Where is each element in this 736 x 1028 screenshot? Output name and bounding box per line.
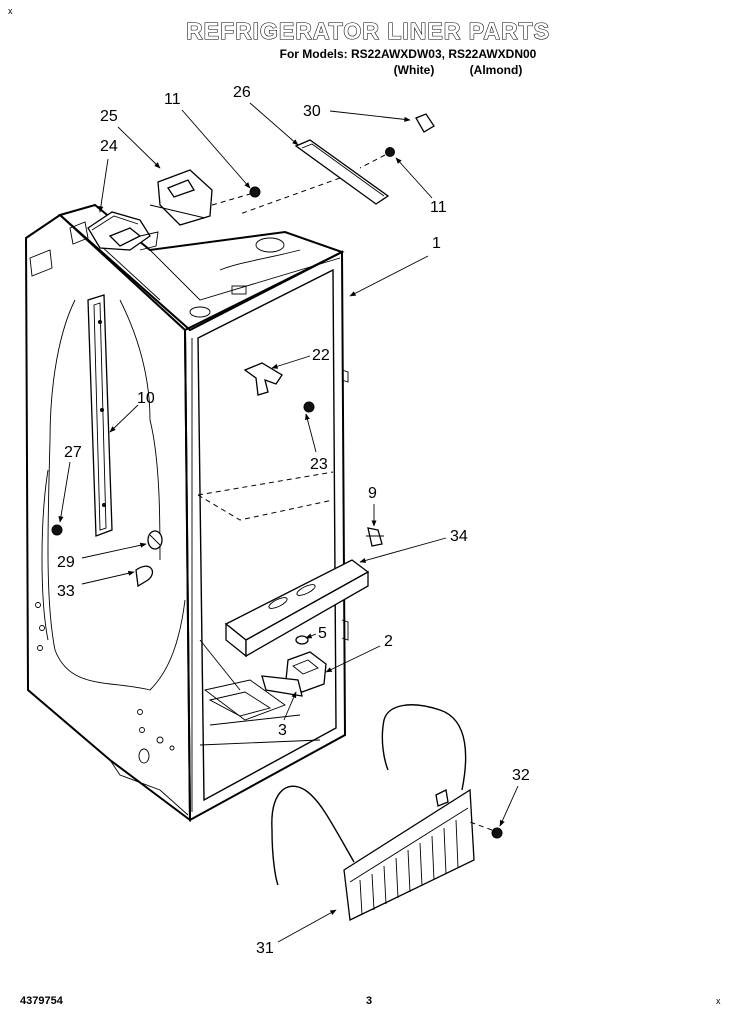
part-34-shelf-support bbox=[224, 559, 370, 658]
leader-10 bbox=[109, 404, 139, 433]
leader-23 bbox=[305, 413, 317, 453]
leader-27 bbox=[58, 461, 71, 523]
leader-22 bbox=[271, 355, 311, 369]
leader-25 bbox=[117, 126, 161, 169]
page-title: REFRIGERATOR LINER PARTS bbox=[185, 17, 550, 44]
page-number: 3 bbox=[366, 995, 373, 1007]
callout-10: 10 bbox=[137, 390, 155, 407]
leader-26 bbox=[249, 102, 299, 146]
callout-26: 26 bbox=[233, 84, 251, 101]
part-3-strip bbox=[261, 675, 303, 697]
part-30-clip bbox=[415, 113, 435, 133]
leader-2 bbox=[325, 645, 381, 673]
leader-32 bbox=[499, 785, 519, 827]
callout-34: 34 bbox=[450, 528, 468, 545]
callout-27: 27 bbox=[64, 444, 82, 461]
part-29-thermostat-knob bbox=[147, 530, 163, 550]
color-almond-label: (Almond) bbox=[469, 63, 523, 77]
leader-24 bbox=[98, 158, 109, 213]
part-26-trim-strip bbox=[239, 139, 390, 215]
corner-mark-bottom: x bbox=[716, 996, 721, 1006]
liner-body bbox=[24, 203, 349, 823]
leader-31 bbox=[277, 909, 337, 943]
part-9-screw bbox=[366, 527, 384, 547]
callout-2: 2 bbox=[384, 633, 393, 650]
callout-23: 23 bbox=[310, 456, 328, 473]
callout-31: 31 bbox=[256, 940, 274, 957]
callout-11-top: 11 bbox=[164, 91, 181, 108]
callout-9: 9 bbox=[368, 485, 377, 502]
part-10-vertical-rail bbox=[87, 294, 113, 537]
part-5-screw bbox=[295, 635, 309, 645]
callout-33: 33 bbox=[57, 583, 75, 600]
callout-1: 1 bbox=[432, 235, 441, 252]
model-colors: (White) (Almond) bbox=[0, 63, 736, 77]
part-11-screw-top bbox=[211, 186, 261, 206]
leader-34 bbox=[359, 537, 447, 563]
callout-22: 22 bbox=[312, 347, 330, 364]
part-11-screw-right bbox=[359, 147, 395, 169]
callout-5: 5 bbox=[318, 625, 327, 642]
callout-24: 24 bbox=[100, 138, 118, 155]
part-24-control-housing bbox=[87, 211, 159, 251]
leader-5 bbox=[305, 633, 317, 639]
part-27-screw bbox=[51, 524, 63, 536]
callouts: 30 26 11 25 24 11 1 22 23 10 27 9 bbox=[57, 84, 530, 957]
leader-11-top bbox=[181, 109, 251, 189]
corner-mark-top: x bbox=[8, 6, 13, 16]
callout-32: 32 bbox=[512, 767, 530, 784]
part-23-screw bbox=[303, 401, 315, 413]
model-numbers: For Models: RS22AWXDW03, RS22AWXDN00 bbox=[279, 47, 537, 61]
callout-3: 3 bbox=[278, 722, 287, 739]
leader-30 bbox=[329, 110, 411, 122]
leader-33 bbox=[81, 570, 135, 585]
part-33-sensor bbox=[135, 565, 153, 588]
leader-3 bbox=[283, 691, 297, 721]
leader-1 bbox=[349, 255, 429, 297]
leader-29 bbox=[81, 542, 147, 559]
part-25-bracket bbox=[149, 169, 213, 226]
callout-11-right: 11 bbox=[430, 199, 447, 216]
part-31-crisper-cover bbox=[271, 704, 475, 921]
callout-25: 25 bbox=[100, 108, 118, 125]
color-white-label: (White) bbox=[393, 63, 435, 77]
part-32-screw bbox=[469, 821, 503, 839]
leader-11-right bbox=[395, 157, 433, 199]
part-22-mount-bracket bbox=[243, 362, 283, 396]
callout-29: 29 bbox=[57, 554, 75, 571]
callout-30: 30 bbox=[303, 103, 321, 120]
document-number: 4379754 bbox=[20, 995, 63, 1007]
